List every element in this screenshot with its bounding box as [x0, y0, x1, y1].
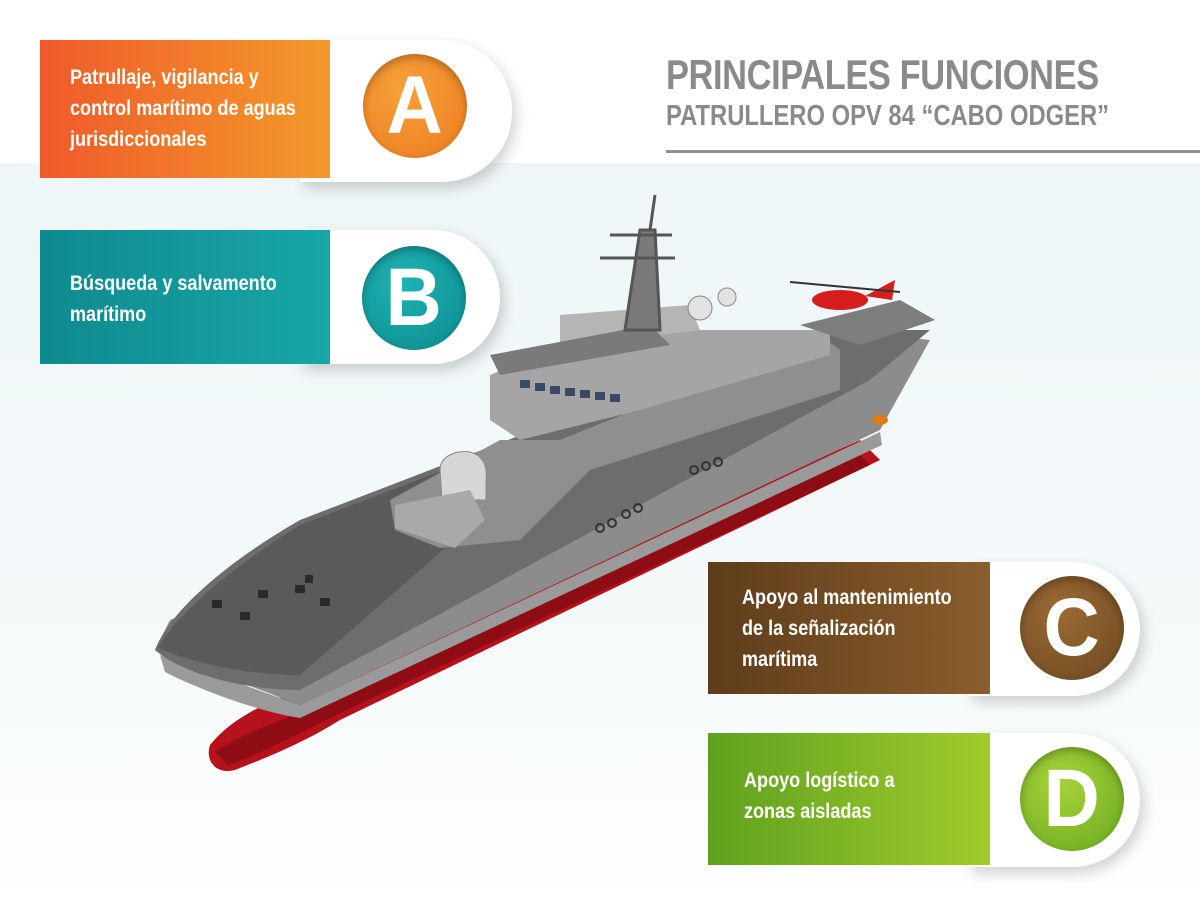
card-a-box: Patrullaje, vigilancia y control marítim… — [40, 40, 330, 178]
page-title: PRINCIPALES FUNCIONES PATRULLERO OPV 84 … — [666, 51, 1200, 153]
card-d-box: Apoyo logístico a zonas aisladas — [708, 733, 990, 865]
card-b-box: Búsqueda y salvamento marítimo — [40, 230, 330, 364]
card-d-line-2: zonas aisladas — [744, 800, 872, 823]
title-line-2: PATRULLERO OPV 84 “CABO ODGER” — [666, 100, 1110, 132]
card-c-line-2: de la señalización — [742, 617, 896, 640]
card-b-line-2: marítimo — [70, 303, 147, 326]
card-c-box: Apoyo al mantenimiento de la señalizació… — [708, 562, 990, 694]
card-a-line-1: Patrullaje, vigilancia y — [70, 66, 259, 89]
letter-badge-d: D — [1020, 747, 1124, 851]
letter-badge-a: A — [363, 54, 467, 158]
title-line-1: PRINCIPALES FUNCIONES — [666, 51, 1099, 98]
card-a-line-2: control marítimo de aguas — [70, 97, 296, 120]
card-b-line-1: Búsqueda y salvamento — [70, 272, 277, 295]
card-a-line-3: jurisdiccionales — [70, 128, 207, 151]
card-c-line-1: Apoyo al mantenimiento — [742, 586, 952, 609]
title-divider — [666, 150, 1200, 153]
card-d-line-1: Apoyo logístico a — [744, 769, 895, 792]
letter-badge-c: C — [1020, 576, 1124, 680]
card-c-line-3: marítima — [742, 648, 818, 671]
letter-badge-b: B — [362, 246, 466, 350]
